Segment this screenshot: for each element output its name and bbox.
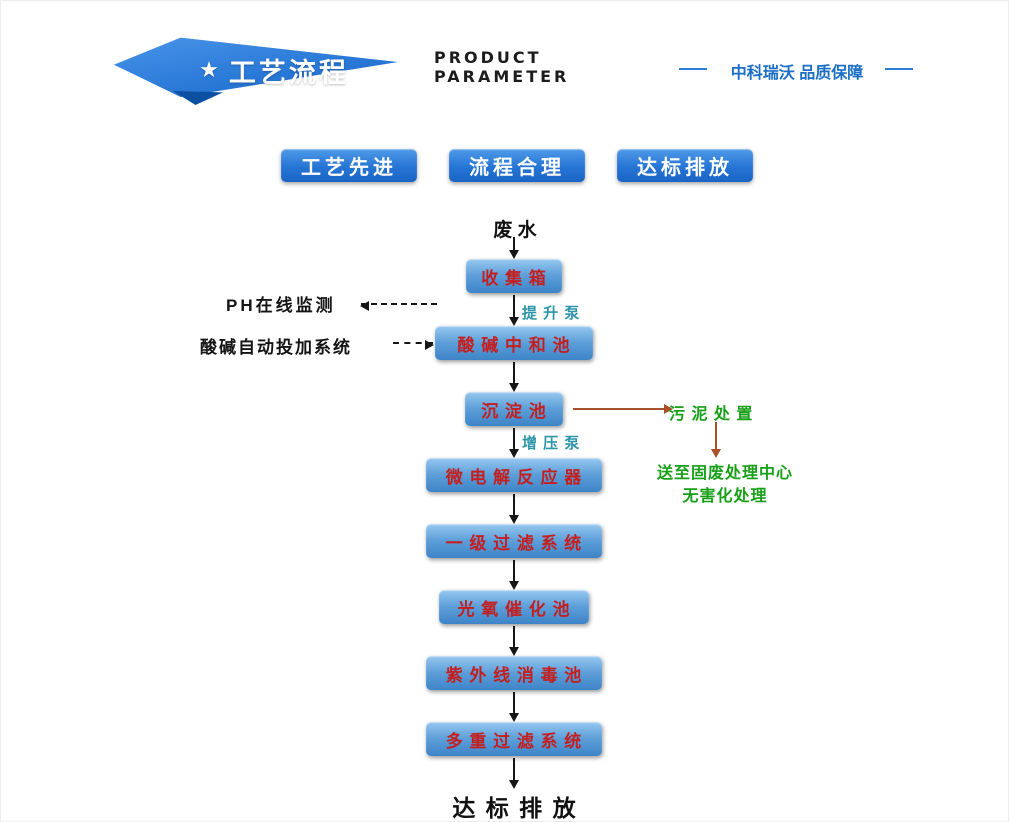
brand-text: 中科瑞沃 品质保障 [730, 65, 864, 82]
ph-monitor-label: PH在线监测 [226, 296, 336, 315]
brand-divider-right [885, 68, 913, 70]
flow-step-primary-filtration: 一 级 过 滤 系 统 [426, 524, 602, 558]
arrow-down-icon [509, 692, 519, 722]
badge-reasonable-flow: 流程合理 [449, 149, 585, 182]
flow-step-microelectrolysis: 微 电 解 反 应 器 [426, 458, 602, 492]
flow-step-photo-catalytic-pool: 光 氧 催 化 池 [439, 590, 589, 624]
banner: ★ 工艺流程 [111, 35, 401, 105]
arrow-down-icon [509, 362, 519, 392]
flow-source-label: 废 水 [493, 220, 537, 241]
sludge-disposal-label: 污 泥 处 置 [669, 406, 754, 423]
dosing-system-label: 酸碱自动投加系统 [200, 338, 352, 357]
arrow-down-icon [509, 626, 519, 656]
flow-step-collection-box: 收 集 箱 [466, 259, 562, 293]
flow-step-sedimentation-pool: 沉 淀 池 [465, 392, 563, 426]
banner-ribbon-fold [173, 91, 223, 105]
arrow-down-icon [509, 560, 519, 590]
flow-step-neutralization-pool: 酸 碱 中 和 池 [435, 326, 593, 360]
star-icon: ★ [199, 57, 219, 82]
arrow-down-icon [509, 494, 519, 524]
banner-title-text: 工艺流程 [228, 57, 349, 88]
flow-step-multi-filtration: 多 重 过 滤 系 统 [426, 722, 602, 756]
sludge-arrow-down-icon [711, 422, 721, 458]
section-subtitle: PRODUCT PARAMETER [434, 48, 570, 86]
dashed-arrow-left-icon [360, 301, 437, 311]
arrow-down-icon [509, 237, 519, 259]
solid-waste-center-label: 送至固废处理中心 [656, 465, 793, 482]
badge-standard-discharge: 达标排放 [617, 149, 753, 182]
sludge-arrow-right-icon [573, 404, 673, 414]
harmless-treatment-label: 无害化处理 [682, 488, 768, 505]
boost-pump-label: 增 压 泵 [522, 435, 581, 452]
dashed-arrow-right-icon [393, 340, 434, 350]
badge-advanced-process: 工艺先进 [281, 149, 417, 182]
arrow-down-icon [509, 428, 519, 458]
flow-step-uv-disinfection: 紫 外 线 消 毒 池 [426, 656, 602, 690]
arrow-down-icon [509, 295, 519, 326]
arrow-down-icon [509, 758, 519, 789]
lift-pump-label: 提 升 泵 [522, 305, 581, 322]
banner-title: ★ 工艺流程 [169, 53, 379, 88]
brand-divider-left [679, 68, 707, 70]
flow-outcome-label: 达 标 排 放 [452, 795, 578, 821]
